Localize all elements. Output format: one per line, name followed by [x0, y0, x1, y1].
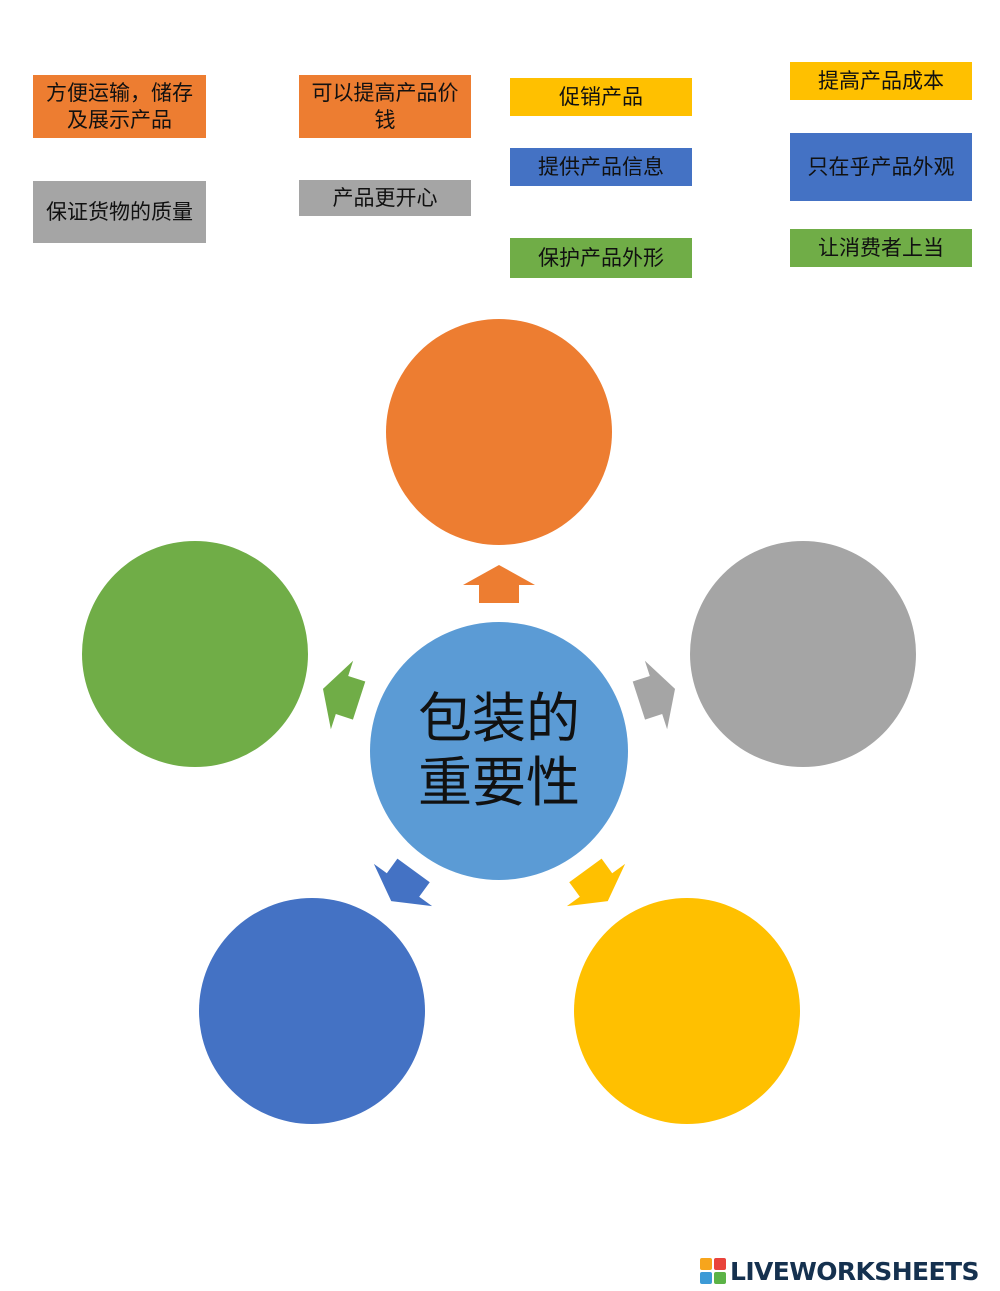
answer-card-raise-cost[interactable]: 提高产品成本 [790, 62, 972, 100]
arrow-right-icon [632, 660, 676, 730]
arrow-bottom-left-icon [373, 858, 433, 907]
liveworksheets-logo: LIVEWORKSHEETS [700, 1255, 995, 1287]
answer-card-deceive-consumer[interactable]: 让消费者上当 [790, 229, 972, 267]
drop-target-bottom-left[interactable] [199, 898, 425, 1124]
drop-target-right[interactable] [690, 541, 916, 767]
arrow-left-icon [322, 660, 366, 730]
answer-card-only-appearance[interactable]: 只在乎产品外观 [790, 133, 972, 201]
drop-target-top[interactable] [386, 319, 612, 545]
answer-card-transport-storage-display[interactable]: 方便运输，储存及展示产品 [33, 75, 206, 138]
center-title-line2: 重要性 [418, 751, 580, 814]
answer-card-promote-product[interactable]: 促销产品 [510, 78, 692, 116]
answer-card-ensure-quality[interactable]: 保证货物的质量 [33, 181, 206, 243]
center-circle [370, 622, 628, 880]
arrow-up-icon [463, 565, 535, 603]
answer-card-provide-info[interactable]: 提供产品信息 [510, 148, 692, 186]
center-title: 包装的 重要性 [370, 622, 628, 880]
liveworksheets-brand-text: LIVEWORKSHEETS [730, 1256, 979, 1286]
drop-target-bottom-right[interactable] [574, 898, 800, 1124]
arrow-bottom-right-icon [566, 858, 626, 907]
drop-target-left[interactable] [82, 541, 308, 767]
answer-card-protect-shape[interactable]: 保护产品外形 [510, 238, 692, 278]
answer-card-product-happier[interactable]: 产品更开心 [299, 180, 471, 216]
liveworksheets-logo-icon [700, 1258, 726, 1284]
center-title-line1: 包装的 [418, 687, 580, 750]
answer-card-raise-price[interactable]: 可以提高产品价钱 [299, 75, 471, 138]
